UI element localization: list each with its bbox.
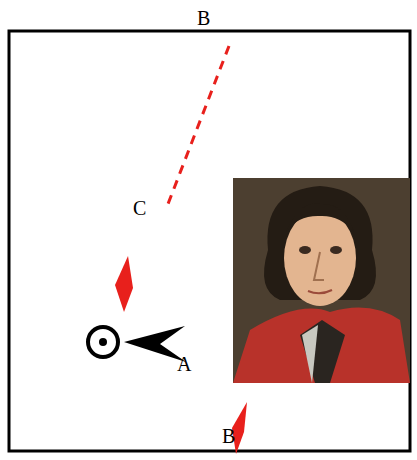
point-label: B [222, 426, 235, 446]
out-of-page-symbol [88, 327, 118, 357]
point-label: C [133, 198, 146, 218]
point-label: A [177, 354, 191, 374]
dashed-path [168, 46, 229, 204]
point-label: B [197, 8, 210, 28]
frame [9, 31, 410, 451]
symbol-dot [99, 338, 107, 346]
black-arrowhead [124, 326, 186, 362]
portrait [233, 178, 410, 383]
red-arrowhead [115, 256, 133, 312]
